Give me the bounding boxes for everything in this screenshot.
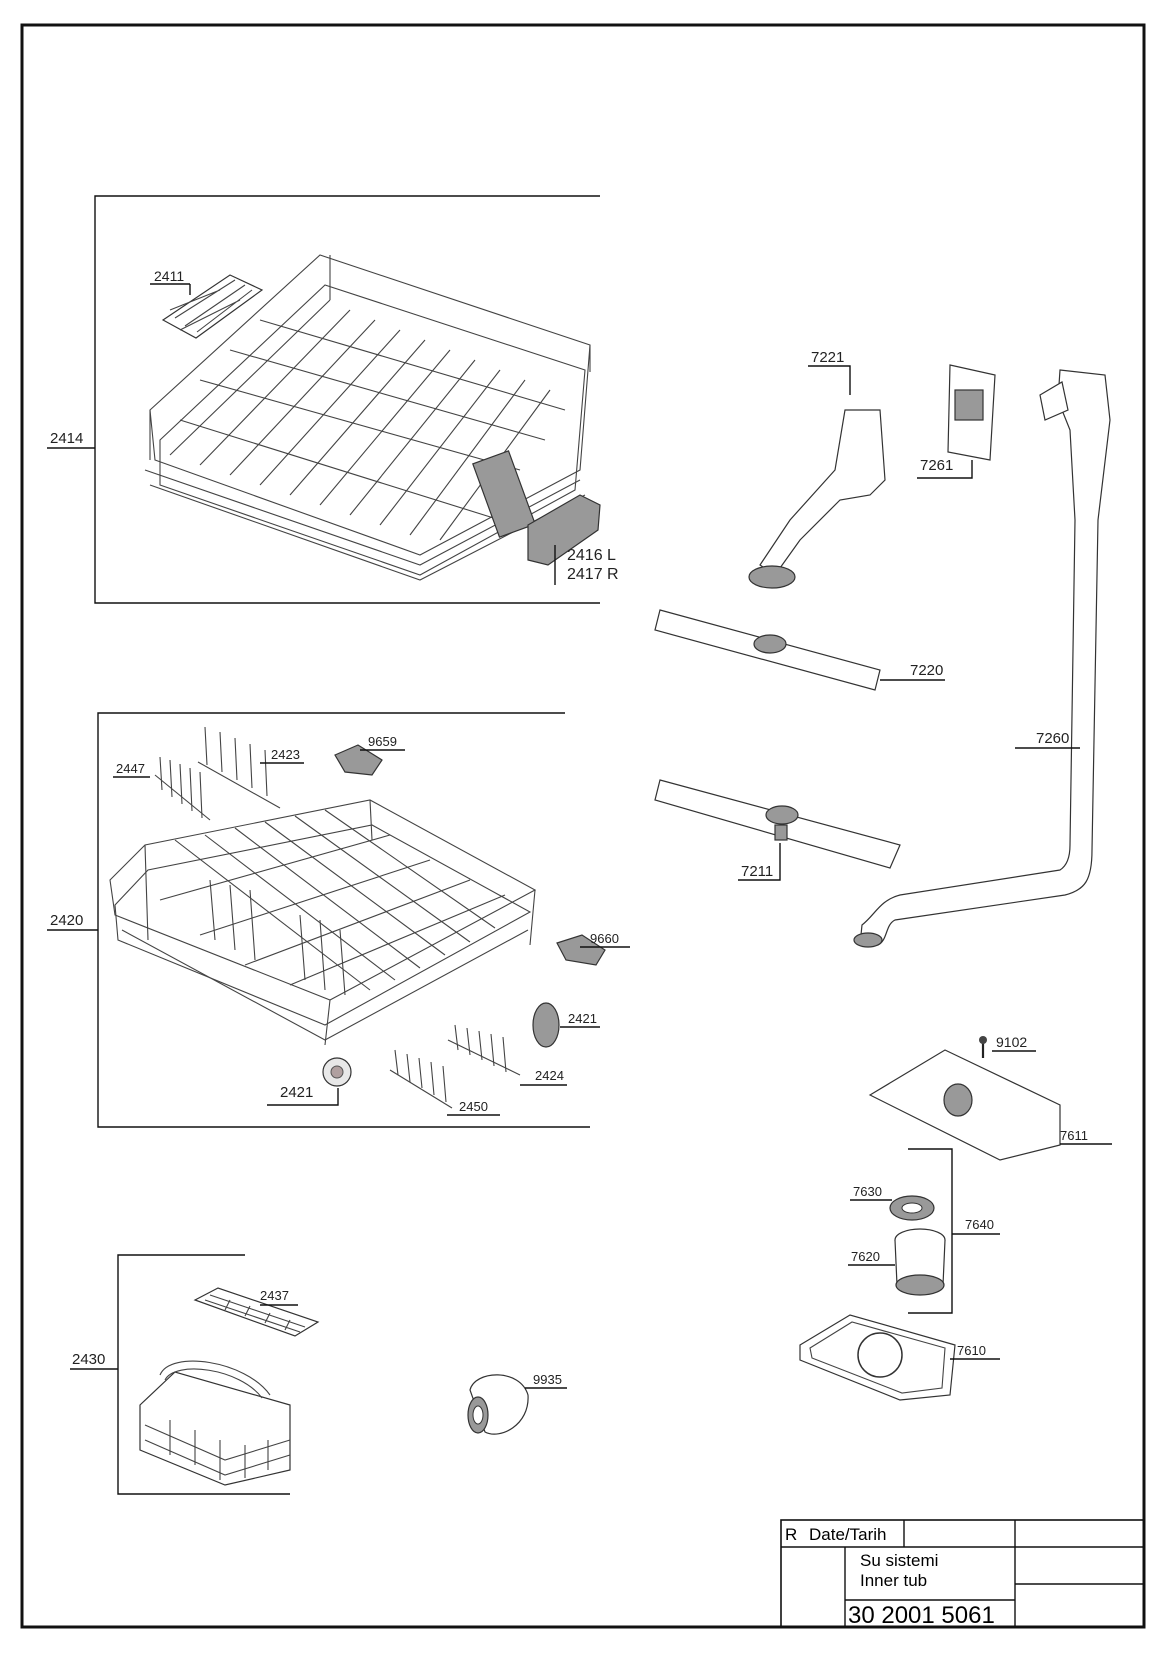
callout-7620: 7620 bbox=[851, 1249, 880, 1264]
title-block: R Date/Tarih Su sistemi Inner tub 30 200… bbox=[780, 1519, 1145, 1629]
callout-7211: 7211 bbox=[741, 863, 773, 880]
title-block-rev: R bbox=[785, 1525, 797, 1544]
tine-row-2450 bbox=[389, 1049, 453, 1109]
spray-arm-7211 bbox=[654, 779, 901, 869]
tine-row-2423 bbox=[197, 726, 281, 809]
callout-7220: 7220 bbox=[910, 662, 943, 679]
cap-9935 bbox=[467, 1374, 529, 1435]
callout-2430: 2430 bbox=[72, 1351, 105, 1368]
callout-9660: 9660 bbox=[590, 931, 619, 946]
callout-7610: 7610 bbox=[957, 1343, 986, 1358]
callout-2417: 2417 R bbox=[567, 566, 619, 583]
callout-2447: 2447 bbox=[116, 761, 145, 776]
callout-9659: 9659 bbox=[368, 734, 397, 749]
clip-9660 bbox=[556, 934, 606, 966]
callout-2421-right: 2421 bbox=[568, 1011, 597, 1026]
callout-7640: 7640 bbox=[965, 1217, 994, 1232]
cutlery-basket-group bbox=[70, 1254, 320, 1495]
filter-frame-7610 bbox=[799, 1314, 956, 1401]
tine-row-2424 bbox=[447, 1024, 521, 1076]
title-block-title-en: Inner tub bbox=[860, 1571, 927, 1590]
upper-basket-drawing bbox=[144, 254, 591, 581]
callout-7630: 7630 bbox=[853, 1184, 882, 1199]
callout-2414: 2414 bbox=[50, 430, 83, 447]
title-block-part-no: 30 2001 5061 bbox=[848, 1602, 995, 1629]
callout-2423: 2423 bbox=[271, 747, 300, 762]
lower-basket-group bbox=[47, 712, 630, 1128]
title-block-date-label: Date/Tarih bbox=[809, 1525, 886, 1544]
callout-2420: 2420 bbox=[50, 912, 83, 929]
lower-basket-drawing bbox=[109, 799, 537, 1046]
screw-9102 bbox=[979, 1036, 987, 1058]
callout-9935: 9935 bbox=[533, 1372, 562, 1387]
callout-2437: 2437 bbox=[260, 1288, 289, 1303]
callout-9102: 9102 bbox=[996, 1034, 1027, 1050]
coarse-filter-7620 bbox=[894, 1228, 946, 1296]
filter-plate-7611 bbox=[868, 1049, 1061, 1161]
upper-basket-group bbox=[47, 195, 601, 604]
connector-7261 bbox=[947, 364, 996, 461]
title-block-title-tr: Su sistemi bbox=[860, 1551, 938, 1570]
callout-7260: 7260 bbox=[1036, 730, 1069, 747]
drawing-border bbox=[20, 23, 1146, 1629]
tine-row-2447 bbox=[154, 756, 211, 821]
callout-2424: 2424 bbox=[535, 1068, 564, 1083]
spray-arm-support-7221 bbox=[748, 409, 886, 589]
micro-filter-7630 bbox=[889, 1195, 935, 1221]
callout-2450: 2450 bbox=[459, 1099, 488, 1114]
cutlery-grid-2437 bbox=[193, 1287, 320, 1337]
wheel-2421-right bbox=[532, 1002, 560, 1048]
water-pipe-7260 bbox=[853, 369, 1111, 948]
callout-7611: 7611 bbox=[1060, 1128, 1088, 1143]
callout-2411: 2411 bbox=[154, 268, 184, 284]
callout-2416: 2416 L bbox=[567, 547, 616, 564]
rail-clip-2416 bbox=[527, 494, 601, 566]
spray-arm-7220 bbox=[654, 609, 881, 691]
cutlery-basket-2430 bbox=[139, 1360, 291, 1486]
callout-7221: 7221 bbox=[811, 349, 844, 366]
callout-7261: 7261 bbox=[920, 457, 953, 474]
callout-2421-bottom: 2421 bbox=[280, 1084, 313, 1101]
clip-9659 bbox=[334, 744, 383, 776]
